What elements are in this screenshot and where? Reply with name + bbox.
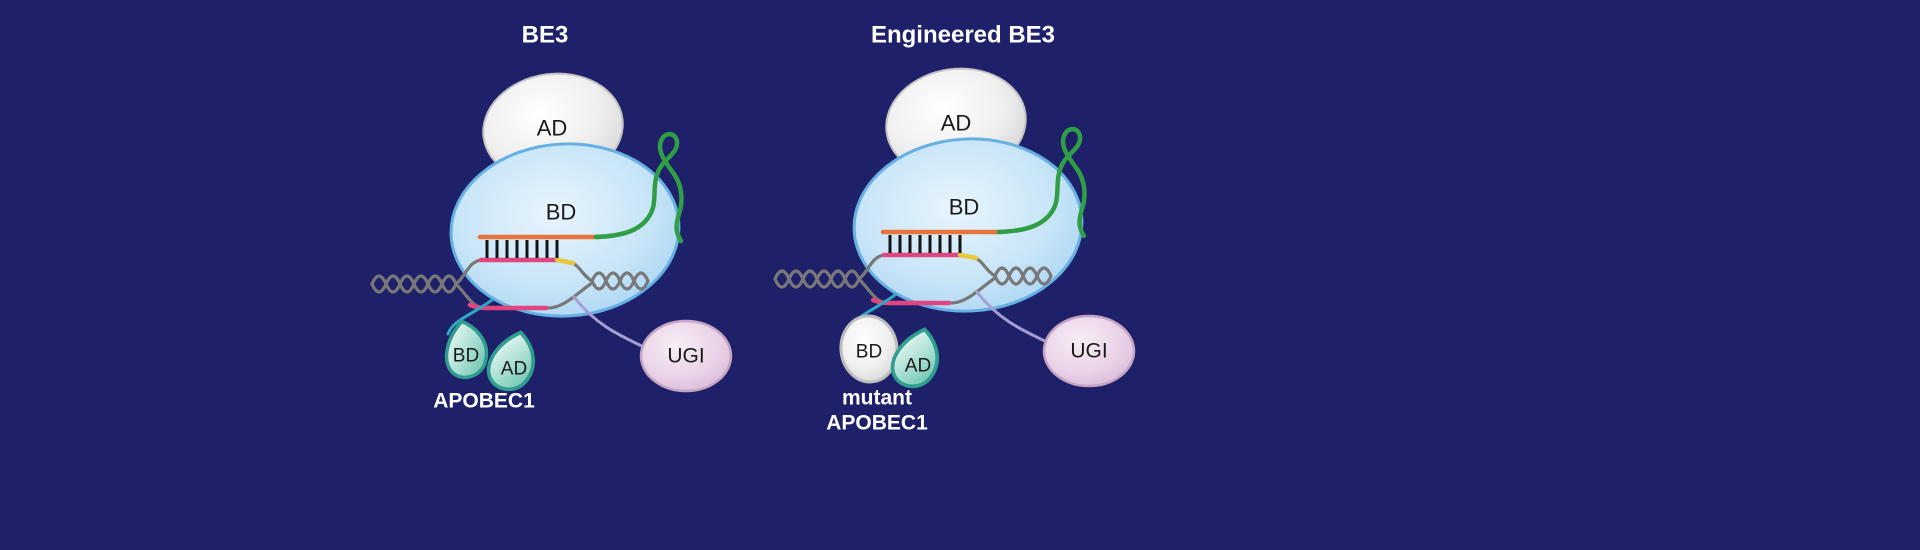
engineered-be3-title: Engineered BE3 bbox=[871, 22, 1055, 49]
ugi-label: UGI bbox=[667, 345, 704, 368]
be3-diagram: BE3 AD BD BD AD APOBEC1 UGI bbox=[372, 22, 731, 413]
mutant-apobec1-ad-label: AD bbox=[905, 356, 931, 377]
mutant-apobec1-name-line1: mutant bbox=[842, 387, 912, 410]
cas9-bd-label: BD bbox=[546, 200, 577, 225]
apobec1-name: APOBEC1 bbox=[433, 390, 535, 413]
apobec1-bd-label: BD bbox=[453, 346, 479, 367]
mutant-apobec1-domains bbox=[839, 314, 946, 394]
ugi-label: UGI bbox=[1070, 340, 1107, 363]
mutant-apobec1-bd-oval bbox=[839, 314, 899, 384]
cas9-ad-label: AD bbox=[537, 116, 568, 141]
cas9-ad-label: AD bbox=[941, 111, 972, 136]
be3-title: BE3 bbox=[522, 22, 569, 49]
mutant-apobec1-name-line2: APOBEC1 bbox=[826, 412, 928, 435]
engineered-be3-diagram: Engineered BE3 AD BD BD AD mutant APOBEC… bbox=[775, 22, 1134, 435]
cas9-bd-label: BD bbox=[949, 195, 980, 220]
mutant-apobec1-bd-label: BD bbox=[856, 342, 882, 363]
apobec1-ad-label: AD bbox=[501, 359, 527, 380]
